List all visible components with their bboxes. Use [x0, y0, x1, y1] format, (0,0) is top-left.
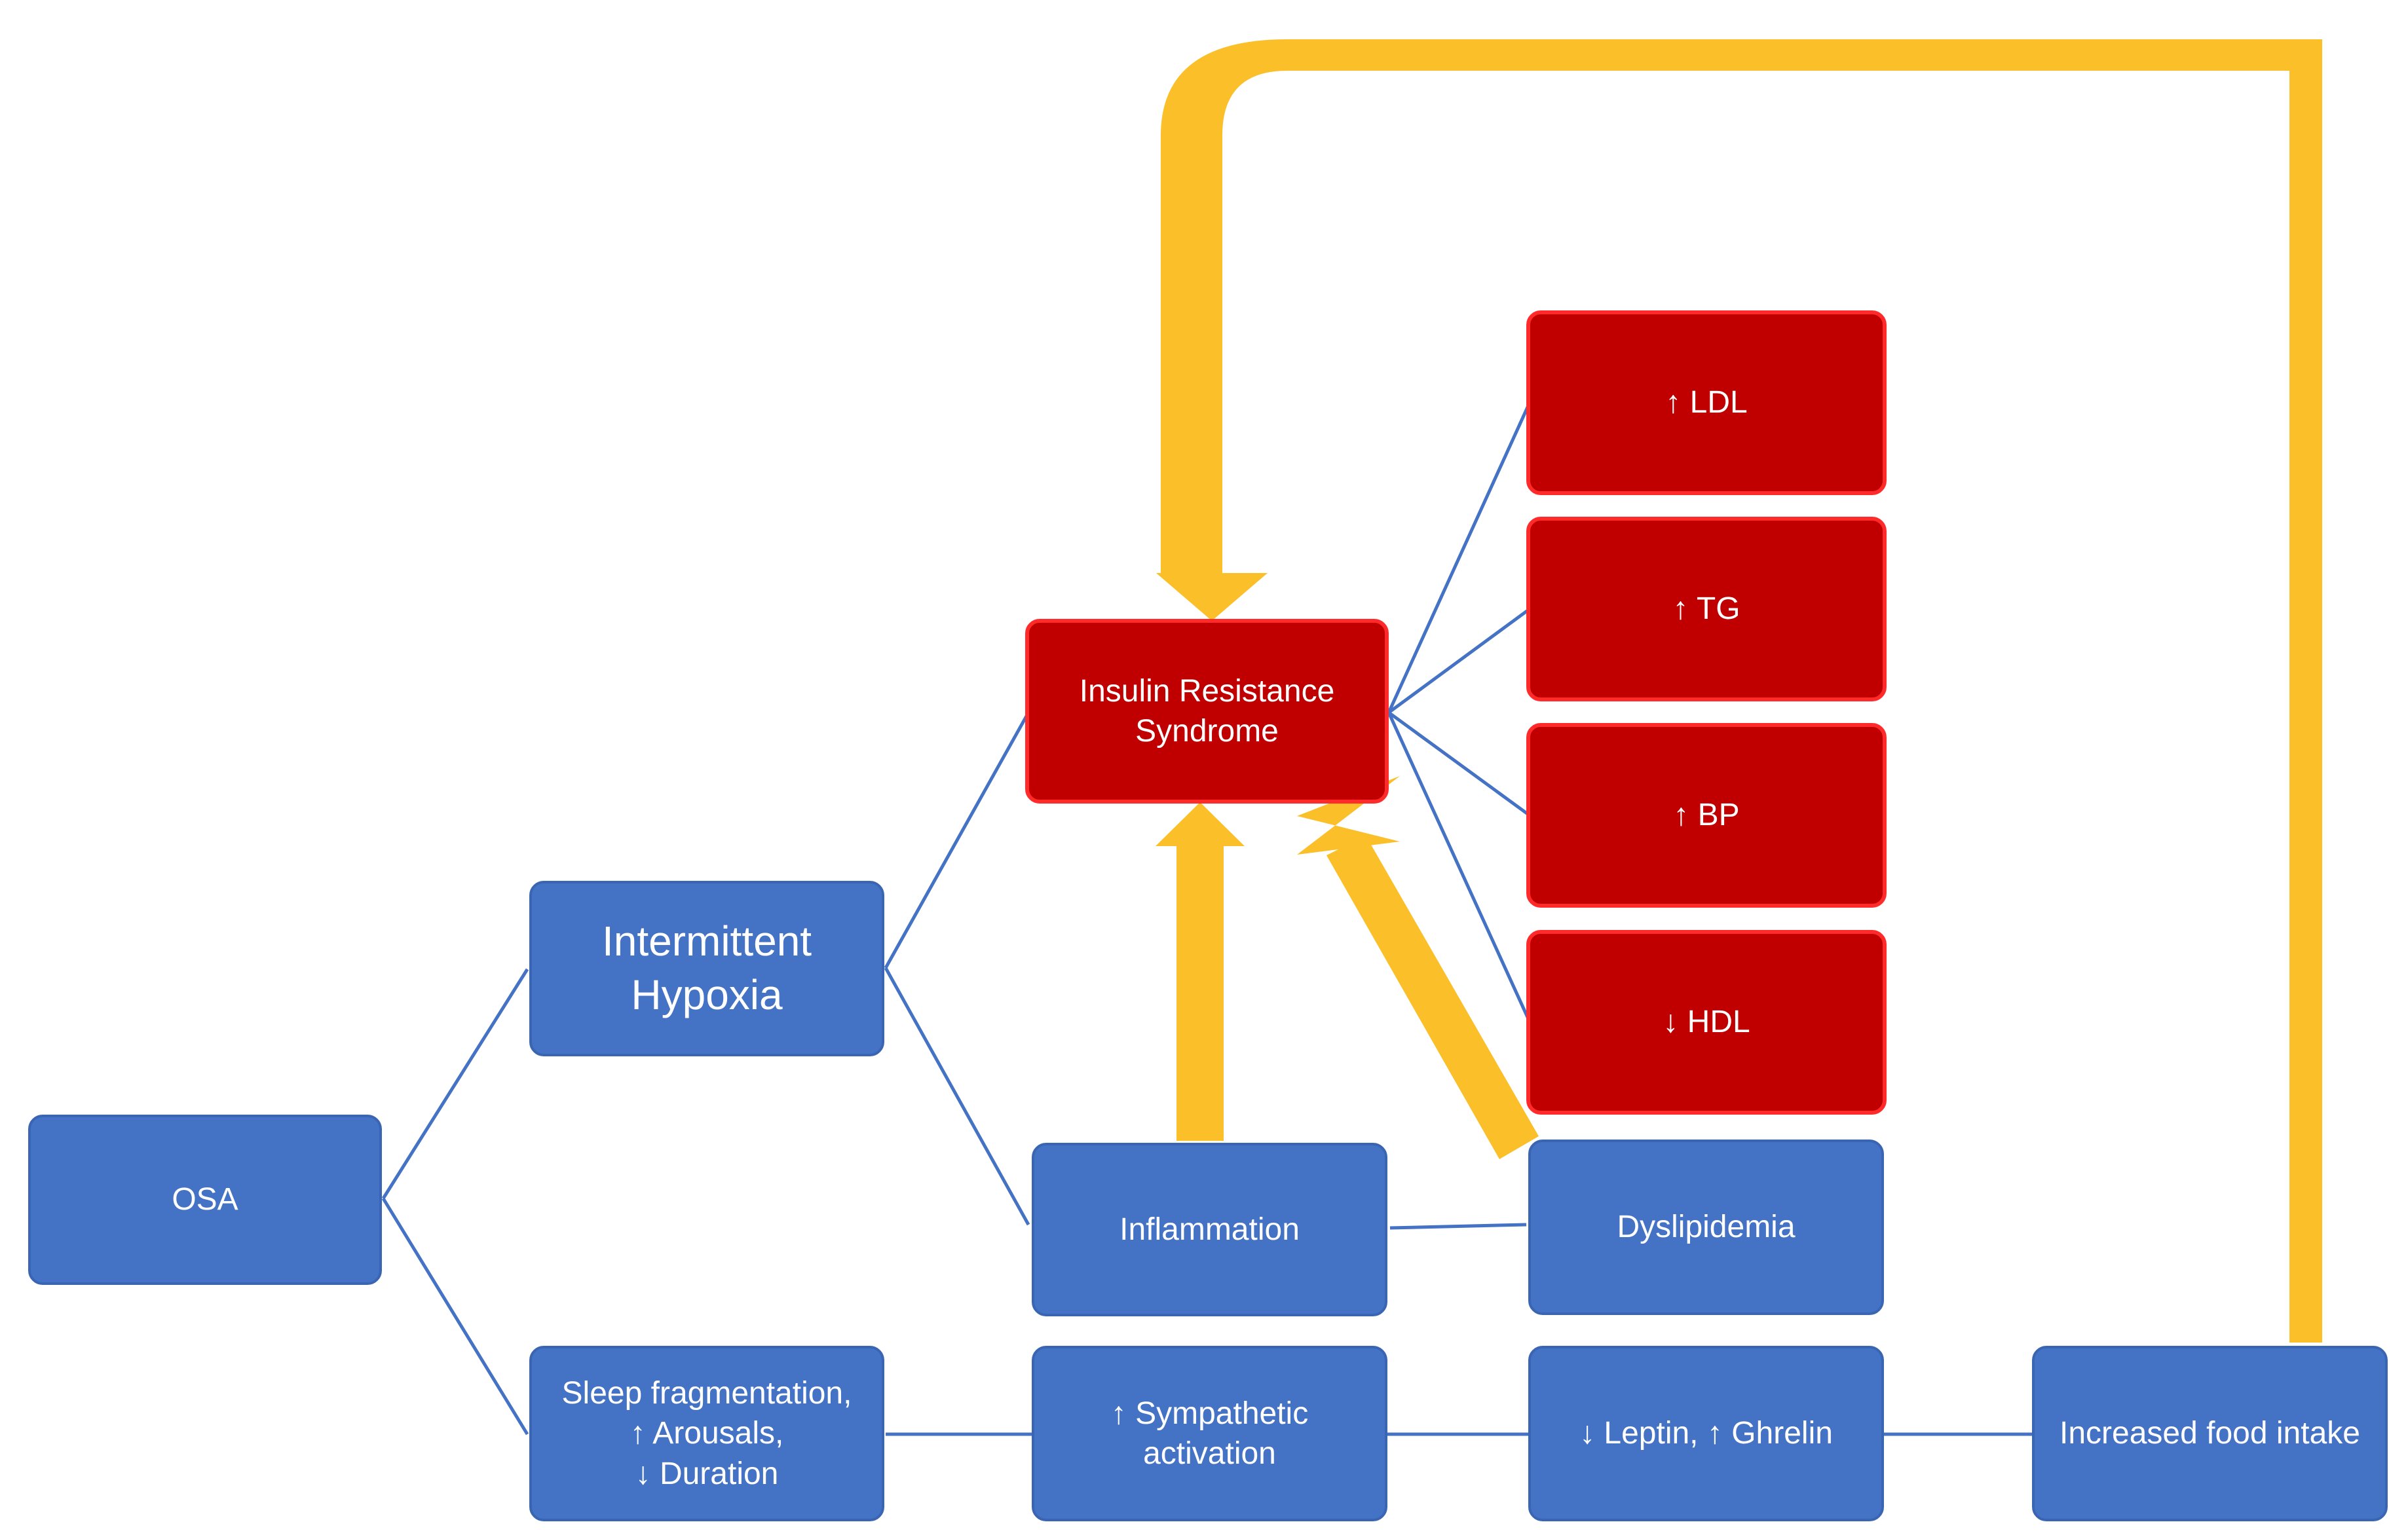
edge-osa-sleep [381, 1197, 529, 1436]
inflammation-arrowhead [1156, 802, 1245, 846]
edge-irs-hdl [1387, 711, 1532, 1023]
edge-osa-hypoxia [381, 968, 529, 1200]
node-hdl: ↓ HDL [1526, 930, 1887, 1115]
edge-hypoxia-inflammation [884, 967, 1030, 1226]
feedback-loop-arrowhead [1156, 573, 1268, 621]
node-intermittent-hypoxia-label: Intermittent Hypoxia [601, 918, 812, 1018]
node-bp-label: ↑ BP [1673, 798, 1740, 833]
node-osa: OSA [28, 1115, 382, 1285]
node-dyslipidemia-label: Dyslipidemia [1617, 1210, 1796, 1245]
node-inflammation-label: Inflammation [1119, 1212, 1300, 1247]
node-osa-label: OSA [172, 1182, 238, 1217]
node-leptin-ghrelin: ↓ Leptin, ↑ Ghrelin [1528, 1346, 1884, 1521]
node-tg: ↑ TG [1526, 517, 1887, 701]
node-hdl-label: ↓ HDL [1663, 1005, 1750, 1040]
node-tg-label: ↑ TG [1672, 591, 1740, 627]
node-insulin-resistance-syndrome: Insulin Resistance Syndrome [1025, 619, 1389, 804]
dyslipidemia-arrow-body [1326, 836, 1539, 1159]
edge-hypoxia-irs [884, 711, 1030, 969]
edge-irs-tg [1387, 607, 1531, 714]
node-increased-food-intake: Increased food intake [2032, 1346, 2388, 1521]
node-inflammation: Inflammation [1032, 1143, 1387, 1316]
edge-irs-ldl [1387, 401, 1532, 714]
node-insulin-resistance-syndrome-label: Insulin Resistance Syndrome [1079, 673, 1335, 749]
node-dyslipidemia: Dyslipidemia [1528, 1140, 1884, 1315]
node-intermittent-hypoxia: Intermittent Hypoxia [529, 881, 884, 1056]
node-bp: ↑ BP [1526, 723, 1887, 908]
inflammation-arrow-body [1176, 845, 1224, 1141]
node-sleep-fragmentation: Sleep fragmentation, ↑ Arousals, ↓ Durat… [529, 1346, 884, 1521]
node-leptin-ghrelin-label: ↓ Leptin, ↑ Ghrelin [1579, 1416, 1833, 1451]
node-ldl-label: ↑ LDL [1665, 385, 1748, 420]
node-sympathetic-activation: ↑ Sympathetic activation [1032, 1346, 1387, 1521]
node-increased-food-intake-label: Increased food intake [2060, 1416, 2360, 1451]
node-sympathetic-activation-label: ↑ Sympathetic activation [1110, 1396, 1309, 1471]
edge-irs-bp [1387, 711, 1531, 817]
edge-dyslipidemia-inflammation [1389, 1223, 1527, 1230]
node-ldl: ↑ LDL [1526, 310, 1887, 495]
node-sleep-fragmentation-label: Sleep fragmentation, ↑ Arousals, ↓ Durat… [561, 1375, 852, 1491]
